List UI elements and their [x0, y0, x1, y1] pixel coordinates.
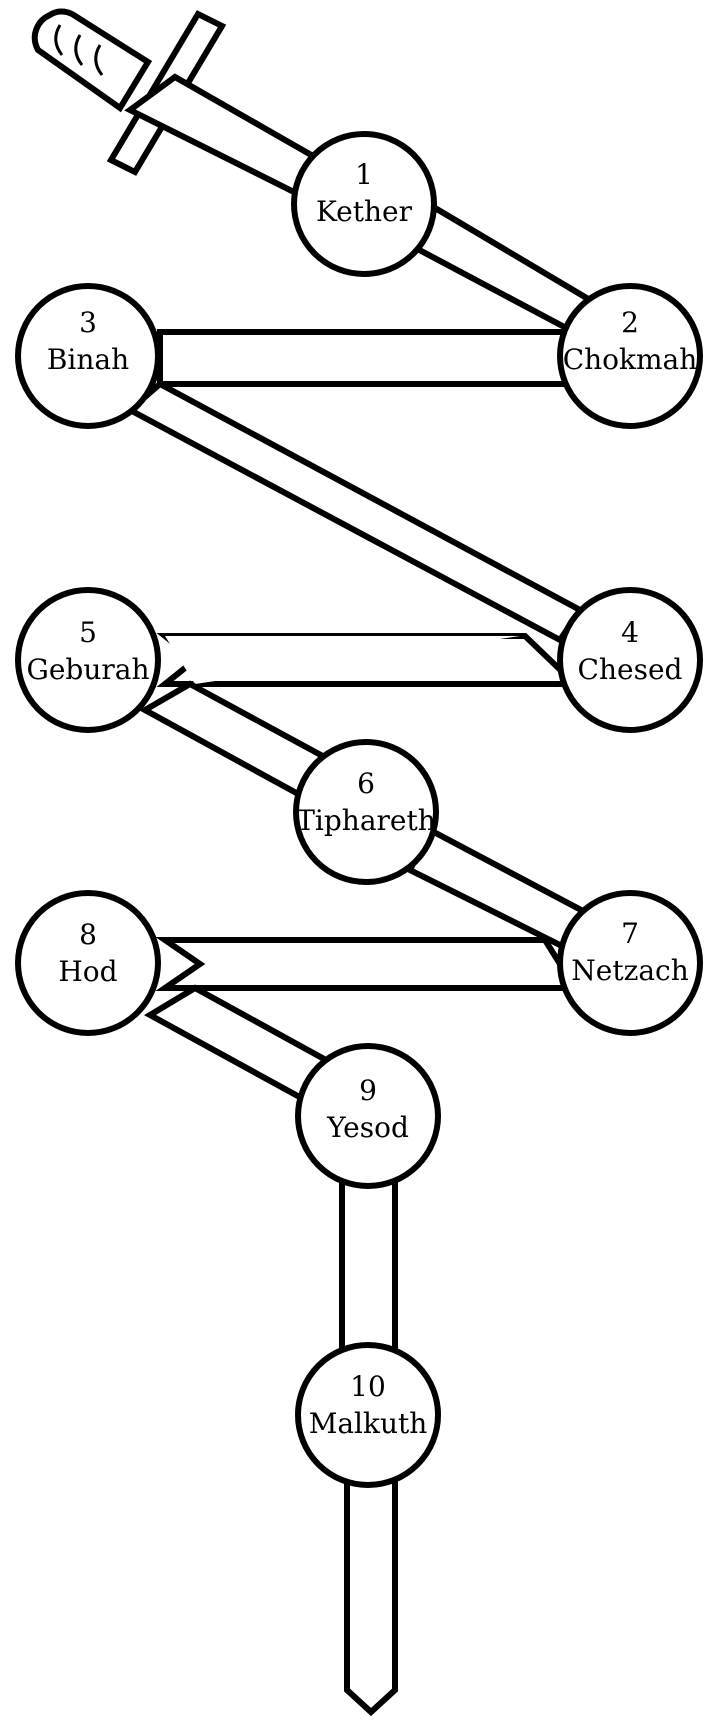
sefira-name: Hod — [58, 955, 117, 988]
sefira-number: 9 — [359, 1074, 377, 1107]
sefira-name: Netzach — [571, 954, 688, 987]
sefira-number: 5 — [79, 616, 97, 649]
sefira-kether: 1 Kether — [291, 131, 437, 277]
grip-wrap — [54, 24, 104, 76]
sefira-binah: 3 Binah — [15, 283, 161, 429]
sefira-circle — [557, 283, 703, 429]
sefira-circle — [15, 587, 161, 733]
sefira-number: 1 — [355, 158, 373, 191]
sword-grip — [31, 8, 153, 113]
blade-segment-9-10 — [339, 1167, 398, 1363]
sefira-hod: 8 Hod — [15, 890, 161, 1036]
sefira-circle — [295, 1043, 441, 1189]
sefira-name: Chokmah — [563, 343, 698, 376]
sefira-name: Tiphareth — [296, 804, 436, 837]
blade-segment-1-2 — [406, 200, 595, 334]
sefira-malkuth: 10 Malkuth — [295, 1342, 441, 1488]
sefira-name: Binah — [47, 343, 129, 376]
sefira-name: Chesed — [578, 653, 683, 686]
blade-segment-4-5-inner — [165, 636, 520, 684]
sefira-name: Malkuth — [309, 1407, 428, 1440]
sefira-chokmah: 2 Chokmah — [557, 283, 703, 429]
sefira-name: Yesod — [326, 1111, 409, 1144]
sefira-circle — [557, 890, 703, 1036]
blade-segment-2-3 — [157, 329, 573, 387]
sefira-number: 2 — [621, 306, 639, 339]
sefira-number: 7 — [621, 917, 639, 950]
sefira-circle — [291, 131, 437, 277]
sefira-chesed: 4 Chesed — [557, 587, 703, 733]
sefira-netzach: 7 Netzach — [557, 890, 703, 1036]
sefira-circle — [295, 1342, 441, 1488]
sefira-name: Kether — [316, 195, 413, 228]
sefira-geburah: 5 Geburah — [15, 587, 161, 733]
sefira-number: 3 — [79, 306, 97, 339]
sefira-circle — [557, 587, 703, 733]
sefira-name: Geburah — [26, 653, 149, 686]
sefira-circle — [293, 739, 439, 885]
sefira-number: 10 — [350, 1370, 386, 1403]
sefira-tiphareth: 6 Tiphareth — [293, 739, 439, 885]
blade-segment-3-4 — [124, 380, 585, 644]
sefira-circle — [15, 890, 161, 1036]
sefira-number: 6 — [357, 767, 375, 800]
blade-tip — [344, 1457, 398, 1717]
sefira-yesod: 9 Yesod — [295, 1043, 441, 1189]
blade-segment-7-8 — [155, 937, 581, 991]
sefira-circle — [15, 283, 161, 429]
sefira-number: 8 — [79, 918, 97, 951]
sefira-number: 4 — [621, 616, 639, 649]
